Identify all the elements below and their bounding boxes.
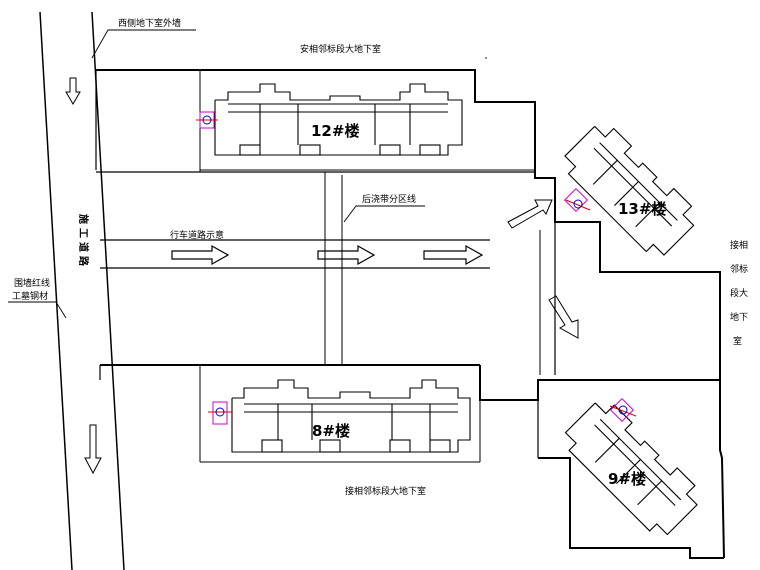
road-arrow-down-top xyxy=(65,77,81,105)
label-vehicle-route: 行车道路示意 xyxy=(170,229,224,241)
route-arrow-1 xyxy=(171,244,230,266)
construction-road xyxy=(39,11,125,570)
vehicle-route-band xyxy=(100,239,490,269)
route-arrow-3 xyxy=(423,244,484,266)
label-fence-material: 工墓钢材 xyxy=(12,290,48,302)
survey-dot xyxy=(485,57,487,59)
tower-crane-9 xyxy=(609,397,637,423)
building-label-9: 9#楼 xyxy=(608,470,646,488)
building-label-8: 8#楼 xyxy=(312,422,350,440)
building-8 xyxy=(208,379,471,453)
partition-lines xyxy=(199,70,541,463)
road-arrow-down-bottom xyxy=(84,424,102,475)
site-boundary xyxy=(95,69,725,559)
tower-crane-8 xyxy=(208,401,232,425)
label-south-basement: 接相邻标段大地下室 xyxy=(345,485,426,497)
label-east-basement: 接相 邻标 段大 地下 室 xyxy=(730,239,748,347)
building-13 xyxy=(564,125,695,256)
building-12 xyxy=(196,83,463,156)
label-west-wall: 西侧地下室外墙 xyxy=(118,17,181,29)
label-post-pour-zone: 后浇带分区线 xyxy=(362,193,416,205)
tower-crane-12 xyxy=(196,111,218,129)
label-east-basement-line-4: 地下 xyxy=(730,311,748,323)
label-construction-road: 施工道路 xyxy=(77,214,90,270)
label-east-basement-line-5: 室 xyxy=(733,335,742,347)
route-arrow-diagonal-down xyxy=(548,295,579,339)
label-perimeter-fence: 围墙红线 xyxy=(14,277,50,289)
leader-lines xyxy=(8,29,425,319)
route-arrow-2 xyxy=(317,244,376,266)
label-east-basement-line-2: 邻标 xyxy=(730,263,748,275)
label-east-basement-line-3: 段大 xyxy=(730,287,748,299)
route-arrow-diagonal-up xyxy=(507,199,553,229)
building-9 xyxy=(564,402,698,536)
building-label-12: 12#楼 xyxy=(311,122,359,140)
tower-crane-13 xyxy=(563,187,591,213)
building-label-13: 13#楼 xyxy=(618,200,666,218)
label-east-basement-line-1: 接相 xyxy=(730,239,748,251)
label-north-basement: 安相邻标段大地下室 xyxy=(300,43,381,55)
